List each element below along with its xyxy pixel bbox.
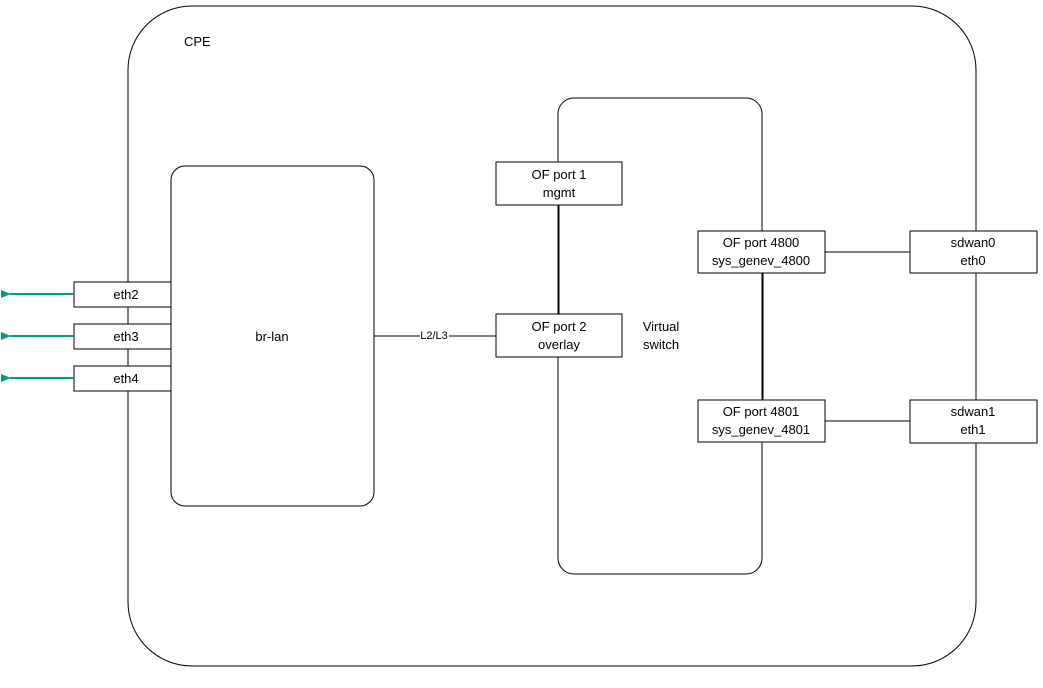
- of-port-line2: mgmt: [543, 185, 576, 200]
- of-port-4801: OF port 4801 sys_genev_4801: [697, 399, 826, 443]
- virtual-switch-label-line2: switch: [643, 337, 679, 352]
- cpe-label: CPE: [184, 34, 211, 49]
- of-port-line2: sys_genev_4801: [712, 422, 810, 437]
- of-port-line2: overlay: [538, 337, 580, 352]
- of-port-line1: OF port 1: [532, 167, 587, 182]
- lan-port-eth4: eth4: [0, 365, 172, 392]
- of-port-line1: OF port 4800: [723, 235, 800, 250]
- of-port-1: OF port 1 mgmt: [495, 161, 623, 206]
- wan-port-line2: eth0: [960, 253, 985, 268]
- of-port-line2: sys_genev_4800: [712, 253, 810, 268]
- of-port-line1: OF port 2: [532, 319, 587, 334]
- link-label: L2/L3: [420, 330, 448, 342]
- lan-port-label: eth3: [113, 329, 138, 344]
- br-lan-label: br-lan: [255, 329, 288, 344]
- lan-port-label: eth2: [113, 287, 138, 302]
- wan-port-sdwan1: sdwan1 eth1: [909, 399, 1038, 444]
- lan-port-label: eth4: [113, 371, 138, 386]
- wan-port-line1: sdwan1: [951, 404, 996, 419]
- lan-port-eth3: eth3: [0, 323, 172, 350]
- lan-port-eth2: eth2: [0, 281, 172, 308]
- of-port-2: OF port 2 overlay: [495, 313, 623, 358]
- wan-port-line2: eth1: [960, 422, 985, 437]
- virtual-switch-label-line1: Virtual: [643, 319, 680, 334]
- wan-port-line1: sdwan0: [951, 235, 996, 250]
- wan-port-sdwan0: sdwan0 eth0: [909, 230, 1038, 274]
- of-port-4800: OF port 4800 sys_genev_4800: [697, 230, 826, 274]
- of-port-line1: OF port 4801: [723, 404, 800, 419]
